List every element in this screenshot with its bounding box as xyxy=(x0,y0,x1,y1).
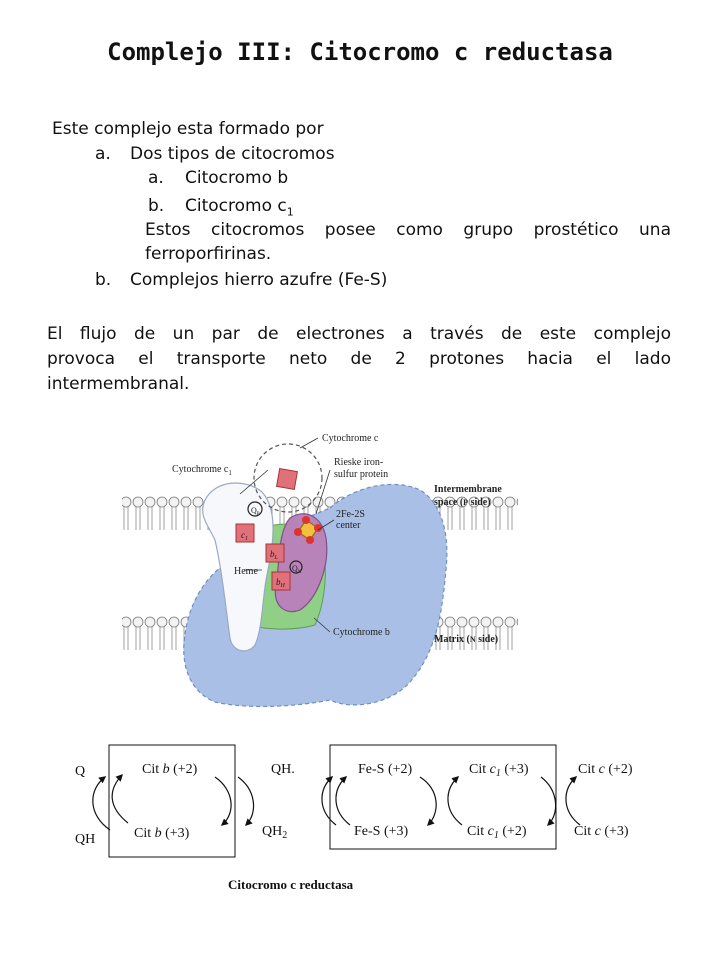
list-item-iron-sulfur: Complejos hierro azufre (Fe-S) xyxy=(130,270,388,290)
arrow-citc1-plus2-to-plus3 xyxy=(447,776,463,826)
arrow-citc-plus3-to-plus2 xyxy=(565,776,581,826)
fe2s-label-1: 2Fe-2S xyxy=(336,509,365,520)
qn-label: QN xyxy=(292,564,302,575)
cytochrome-c1-subunit xyxy=(202,482,274,652)
arrow-citc1-to-citc xyxy=(540,776,557,827)
flow-line-2: provoca el transporte neto de 2 protones… xyxy=(47,349,671,369)
cytochrome-c1-label: Cytochrome c1 xyxy=(172,464,232,477)
list-marker-a: a. xyxy=(95,144,111,164)
cytochrome-c-label: Cytochrome c xyxy=(322,433,379,444)
intro-text: Este complejo esta formado por xyxy=(52,119,324,139)
label-qh-dot: QH. xyxy=(271,762,295,777)
sublist-marker-b: b. xyxy=(148,196,165,216)
rieske-label-2: sulfur protein xyxy=(334,469,388,480)
label-citb-plus2: Cit b (+2) xyxy=(142,762,198,777)
label-leaders xyxy=(239,437,335,633)
fe2s-label-2: center xyxy=(336,520,361,531)
heme-label: Heme xyxy=(234,566,258,577)
arrow-citb-plus2-to-plus3 xyxy=(214,776,232,826)
label-citc1-plus3: Cit c1 (+3) xyxy=(469,762,529,779)
iron-sulfur-cluster-icon xyxy=(294,516,322,544)
qp-site-icon xyxy=(247,501,263,517)
heme-bh xyxy=(271,571,291,591)
heme-c1 xyxy=(235,523,255,543)
list-marker-b: b. xyxy=(95,270,112,290)
sublist-item-cytochrome-b: Citocromo b xyxy=(185,168,289,188)
complex-iii-figure: Cytochrome c Cytochrome c1 Rieske iron- … xyxy=(122,433,518,708)
cytochrome-c-outline xyxy=(253,443,323,513)
c1-heme-label: c1 xyxy=(241,530,248,542)
label-q: Q xyxy=(75,764,85,779)
label-citc1-plus2: Cit c1 (+2) xyxy=(467,824,527,841)
sublist-item-cytochrome-c1: Citocromo c1 xyxy=(185,196,294,219)
label-qh2: QH2 xyxy=(262,824,287,841)
label-qh: QH xyxy=(75,832,95,847)
arrows xyxy=(92,773,581,831)
qn-site-icon xyxy=(289,560,303,574)
intermembrane-label-1: Intermembrane xyxy=(434,484,502,495)
page-title: Complejo III: Citocromo c reductasa xyxy=(107,38,613,66)
label-fes-plus3: Fe-S (+3) xyxy=(354,824,409,839)
prosthetic-line-1: Estos citocromos posee como grupo prosté… xyxy=(145,220,671,240)
arrow-fes-plus3-to-plus2 xyxy=(335,776,351,826)
label-fes-plus2: Fe-S (+2) xyxy=(358,762,413,777)
prosthetic-line-2: ferroporfirinas. xyxy=(145,244,272,264)
label-citb-plus3: Cit b (+3) xyxy=(134,826,190,841)
electron-flow-scheme: Q QH Cit b (+2) Cit b (+3) QH. QH2 Fe-S … xyxy=(75,744,633,892)
rieske-label-1: Rieske iron- xyxy=(334,457,383,468)
box-cit-b xyxy=(108,744,236,858)
flow-line-3: intermembranal. xyxy=(47,374,190,394)
heme-bl xyxy=(265,543,285,563)
cytochrome-b-label: Cytochrome b xyxy=(333,627,390,638)
intermembrane-label-2: space (P side) xyxy=(434,497,491,508)
arrow-fes-to-citc1 xyxy=(419,776,437,827)
arrow-qh-to-q xyxy=(92,776,111,831)
heme-cytochrome-c xyxy=(275,467,299,491)
scheme-caption: Citocromo c reductasa xyxy=(228,877,354,892)
box-fes-citc1 xyxy=(329,744,557,850)
label-citc-plus2: Cit c (+2) xyxy=(578,762,633,777)
bh-heme-label: bH xyxy=(276,577,286,589)
matrix-label: Matrix (N side) xyxy=(434,634,498,645)
qp-label: QP xyxy=(251,506,260,517)
arrow-citb-plus3-to-plus2 xyxy=(111,773,129,824)
sublist-marker-a: a. xyxy=(148,168,164,188)
arrow-qhdot-to-qh2 xyxy=(237,776,255,827)
label-citc-plus3: Cit c (+3) xyxy=(574,824,629,839)
bl-heme-label: bL xyxy=(270,549,279,561)
arrow-qh2-to-fes xyxy=(321,776,337,826)
list-item-two-cytochromes: Dos tipos de citocromos xyxy=(130,144,335,164)
flow-line-1: El flujo de un par de electrones a travé… xyxy=(47,324,671,344)
